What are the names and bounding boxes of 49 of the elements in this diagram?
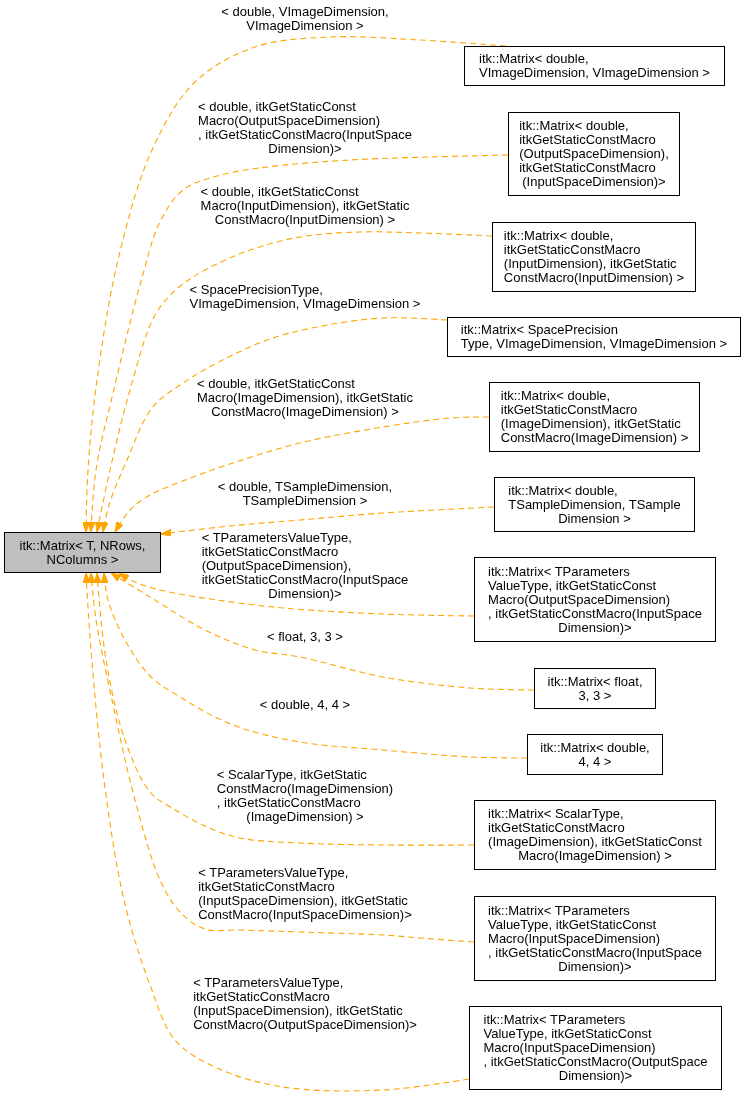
class-name: itk::Matrix< double, itkGetStaticConstMacro (InputDimension), itkGetStatic ConstMacro(InputDimension) > <box>503 229 685 285</box>
class-box <box>494 477 695 532</box>
inheritance-arrow <box>100 572 528 759</box>
edge-label: < float, 3, 3 > <box>267 630 343 644</box>
class-name: itk::Matrix< T, NRows, NColumns > <box>19 538 146 567</box>
inheritance-arrow <box>87 154 509 533</box>
class-box <box>474 896 716 981</box>
inheritance-arrow <box>87 572 475 943</box>
edge-label: < double, TSampleDimension, TSampleDimension > <box>217 480 393 508</box>
edge-label: < double, 4, 4 > <box>259 698 351 712</box>
class-name: itk::Matrix< TParameters ValueType, itkGetStaticConst Macro(InputSpaceDimension) , itkGetStaticConstMacro(InputSpace Dimension)> <box>488 903 702 974</box>
class-box <box>4 532 161 573</box>
edge-label: < double, itkGetStaticConst Macro(InputDimension), itkGetStatic ConstMacro(InputDimension) > <box>200 185 410 227</box>
edge-label: < double, VImageDimension, VImageDimension > <box>221 5 389 33</box>
inheritance-arrow <box>110 572 535 691</box>
class-box <box>464 46 725 86</box>
edge-label: < double, itkGetStaticConst Macro(ImageDimension), itkGetStatic ConstMacro(ImageDimension) > <box>197 377 413 419</box>
inheritance-arrow <box>82 572 470 1092</box>
class-name: itk::Matrix< double, VImageDimension, VImageDimension > <box>479 52 710 80</box>
inheritance-arrow <box>118 572 475 617</box>
class-box <box>489 382 700 452</box>
class-name: itk::Matrix< TParameters ValueType, itkGetStaticConst Macro(OutputSpaceDimension) , itkGetStaticConstMacro(InputSpace Dimension)> <box>488 564 702 635</box>
class-box <box>469 1006 722 1090</box>
class-name: itk::Matrix< double, 4, 4 > <box>540 740 650 769</box>
class-box <box>508 112 680 196</box>
class-box <box>534 668 656 709</box>
inheritance-arrow <box>93 572 475 846</box>
class-name: itk::Matrix< double, TSampleDimension, TSample Dimension > <box>508 483 681 526</box>
class-name: itk::Matrix< double, itkGetStaticConstMacro (OutputSpaceDimension), itkGetStaticConstMacro (InputSpaceDimension)> <box>519 119 669 189</box>
class-box <box>492 222 696 292</box>
inheritance-arrow <box>160 506 495 537</box>
edge-label: < TParametersValueType, itkGetStaticConstMacro (OutputSpaceDimension), itkGetStaticConstMacro(InputSpace Dimension)> <box>201 531 409 601</box>
edge-label: < TParametersValueType, itkGetStaticConstMacro (InputSpaceDimension), itkGetStatic ConstMacro(InputSpaceDimension)> <box>198 866 412 922</box>
class-name: itk::Matrix< TParameters ValueType, itkGetStaticConst Macro(InputSpaceDimension) , itkGetStaticConstMacro(OutputSpace Dimension)> <box>483 1013 708 1083</box>
edge-label: < TParametersValueType, itkGetStaticConstMacro (InputSpaceDimension), itkGetStatic ConstMacro(OutputSpaceDimension)> <box>193 976 417 1032</box>
edge-label: < ScalarType, itkGetStatic ConstMacro(ImageDimension) , itkGetStaticConstMacro (ImageDimension) > <box>216 768 394 824</box>
class-name: itk::Matrix< ScalarType, itkGetStaticConstMacro (ImageDimension), itkGetStaticConst Macro(ImageDimension) > <box>488 807 702 863</box>
class-box <box>474 800 716 870</box>
edge-label: < SpacePrecisionType, VImageDimension, VImageDimension > <box>189 283 421 311</box>
class-name: itk::Matrix< float, 3, 3 > <box>547 674 643 703</box>
inheritance-arrow <box>95 231 493 533</box>
class-box <box>474 557 716 642</box>
edge-label: < double, itkGetStaticConst Macro(OutputSpaceDimension) , itkGetStaticConstMacro(InputSpace Dimension)> <box>198 100 412 156</box>
class-name: itk::Matrix< SpacePrecision Type, VImageDimension, VImageDimension > <box>460 323 728 351</box>
class-box <box>527 734 663 775</box>
inheritance-arrow <box>114 416 490 533</box>
class-box <box>447 317 741 357</box>
class-name: itk::Matrix< double, itkGetStaticConstMacro (ImageDimension), itkGetStatic ConstMacro(ImageDimension) > <box>500 389 689 445</box>
inheritance-arrow <box>100 317 448 533</box>
